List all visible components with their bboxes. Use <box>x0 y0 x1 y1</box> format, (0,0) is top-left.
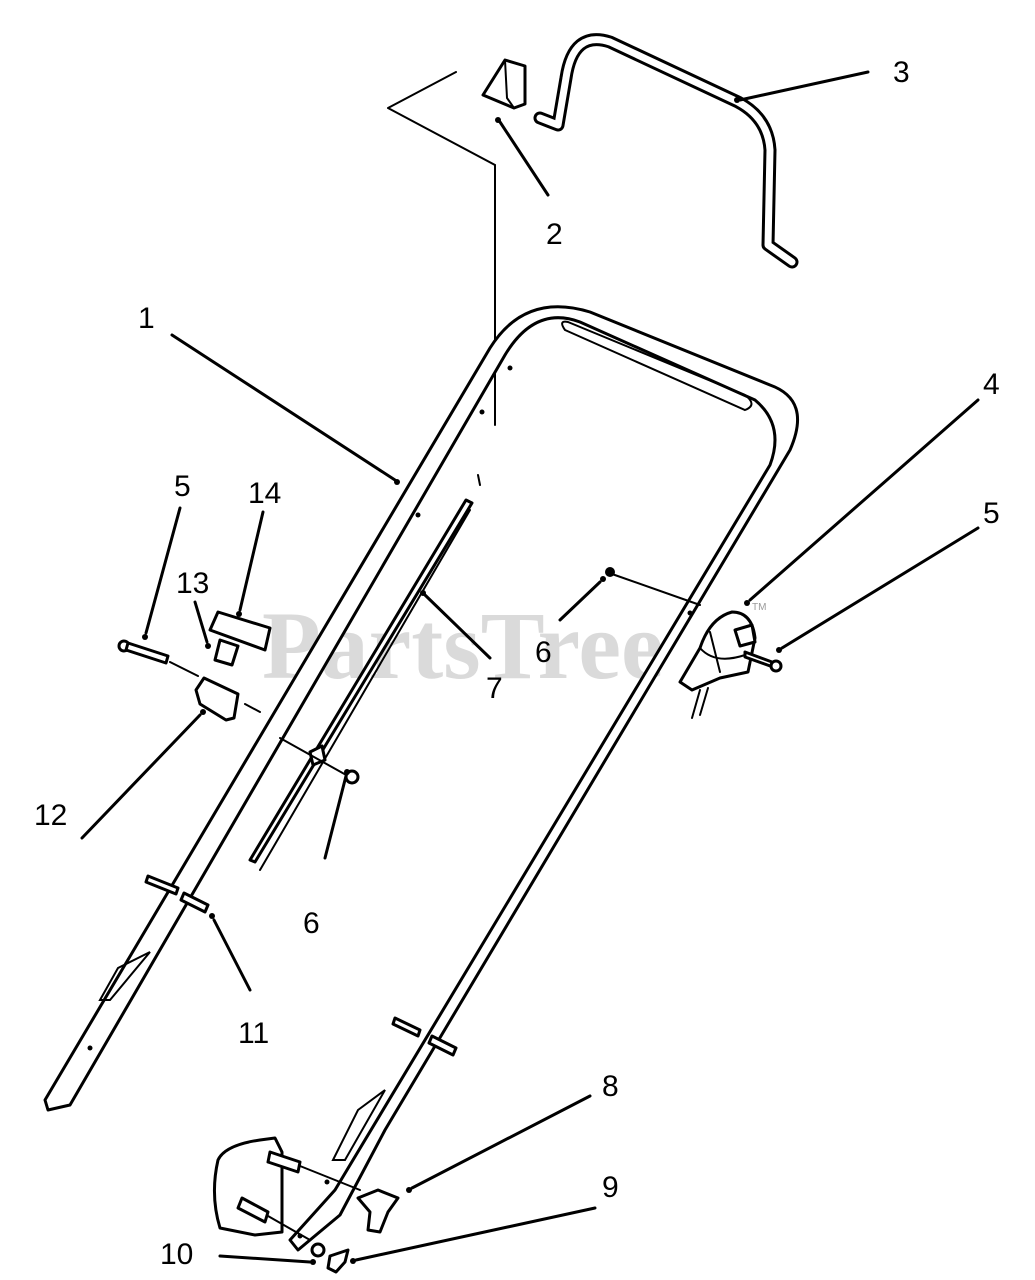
part-7-cable <box>248 474 481 871</box>
watermark-trademark: TM <box>752 602 766 613</box>
callout-13: 13 <box>176 567 209 600</box>
part-5-screw-right <box>743 650 783 673</box>
callout-6-lower: 6 <box>303 907 320 940</box>
part-2-bracket <box>387 58 527 426</box>
callout-8: 8 <box>602 1070 619 1103</box>
callout-10: 10 <box>160 1238 193 1271</box>
part-12-adapter <box>194 676 240 722</box>
part-5-screw-left <box>117 639 261 713</box>
callout-5-left: 5 <box>174 470 191 503</box>
part-3-bail-wire <box>533 33 799 269</box>
leader-lines <box>80 70 980 1265</box>
callout-2: 2 <box>546 218 563 251</box>
callout-7: 7 <box>486 672 503 705</box>
part-4-control-box <box>678 610 757 719</box>
part-8-knob <box>356 1188 400 1234</box>
callout-1: 1 <box>138 302 155 335</box>
part-6-nut-upper <box>605 567 701 606</box>
part-1-upper-handle <box>43 305 799 1252</box>
part-10-washer <box>310 1242 326 1258</box>
lower-bracket <box>212 1136 361 1241</box>
callout-9: 9 <box>602 1171 619 1204</box>
callout-11: 11 <box>238 1017 269 1050</box>
part-11-pin <box>144 874 210 914</box>
pin-right <box>391 1016 458 1057</box>
callout-6-upper: 6 <box>535 636 552 669</box>
callout-12: 12 <box>34 799 67 832</box>
callout-5-right: 5 <box>983 497 1000 530</box>
callout-3: 3 <box>893 56 910 89</box>
part-9-wing-nut <box>326 1248 350 1274</box>
callout-14: 14 <box>248 477 281 510</box>
callout-4: 4 <box>983 368 1000 401</box>
part-14-knob <box>208 610 272 667</box>
